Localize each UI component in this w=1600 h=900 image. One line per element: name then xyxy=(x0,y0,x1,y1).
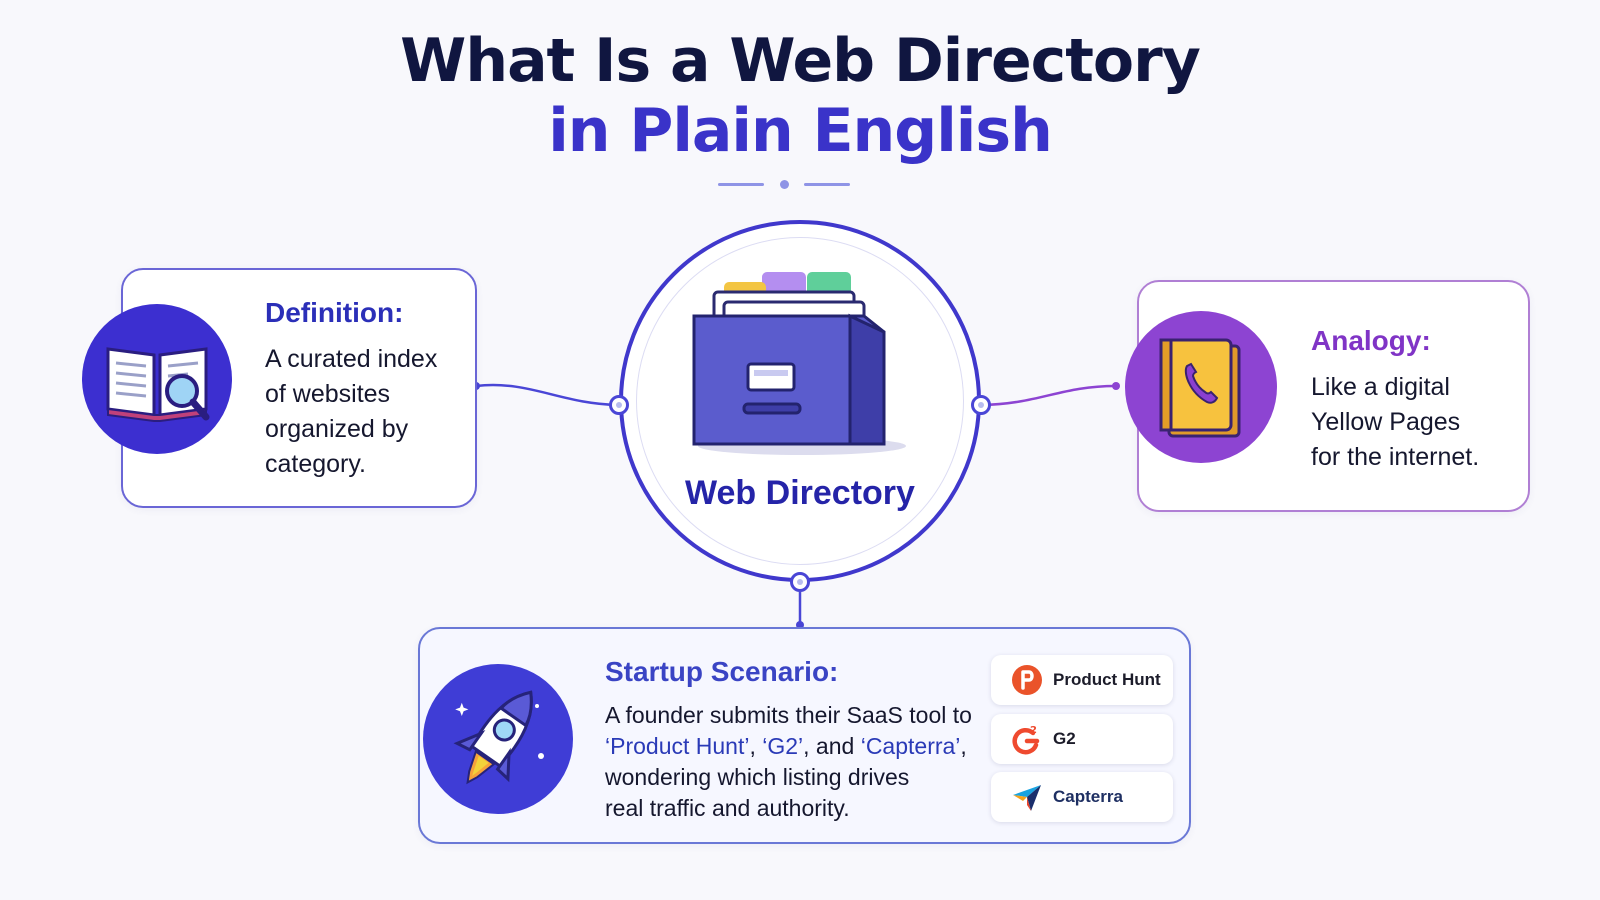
svg-text:2: 2 xyxy=(1030,725,1037,736)
startup-heading: Startup Scenario: xyxy=(605,656,839,687)
analogy-text: Like a digital Yellow Pages for the inte… xyxy=(1311,373,1480,471)
center-label: Web Directory xyxy=(685,474,915,512)
definition-text: A curated index of websites organized by… xyxy=(265,345,438,478)
product-hunt-label: Product Hunt xyxy=(1053,670,1161,689)
file-cabinet-icon xyxy=(690,268,910,458)
hub-inner-ring xyxy=(636,237,964,565)
page-subtitle: in Plain English xyxy=(548,96,1053,166)
page-title: What Is a Web Directory xyxy=(400,26,1201,96)
product-hunt-logo xyxy=(1012,665,1042,695)
g2-logo: 2 xyxy=(1012,725,1040,755)
startup-text: A founder submits their SaaS tool to ‘Pr… xyxy=(605,702,972,821)
hub-node-left xyxy=(609,395,629,415)
book-magnifier-icon xyxy=(82,304,232,454)
g2-button[interactable]: 2 G2 xyxy=(991,714,1173,764)
rocket-icon xyxy=(423,664,573,814)
hub-node-bottom xyxy=(790,572,810,592)
capterra-label: Capterra xyxy=(1053,787,1123,806)
hub-node-right xyxy=(971,395,991,415)
product-hunt-button[interactable]: Product Hunt xyxy=(991,655,1173,705)
phone-book-icon xyxy=(1125,311,1277,463)
capterra-button[interactable]: Capterra xyxy=(991,772,1173,822)
g2-label: G2 xyxy=(1053,729,1076,748)
capterra-logo xyxy=(1013,785,1041,811)
analogy-heading: Analogy: xyxy=(1311,325,1431,356)
definition-heading: Definition: xyxy=(265,297,404,328)
